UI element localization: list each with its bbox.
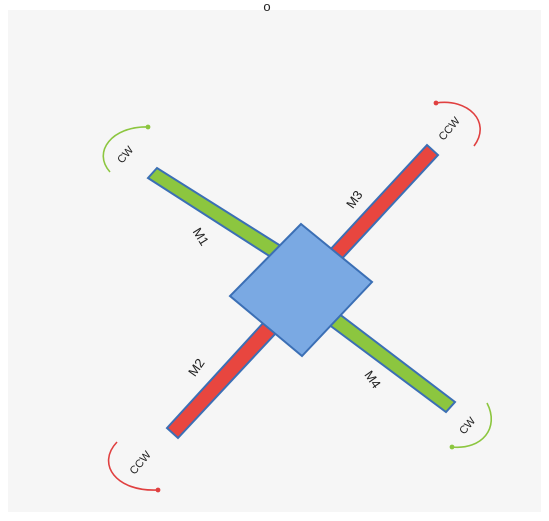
ccw-arrow-icon (107, 441, 159, 491)
arm-m2 (165, 320, 278, 440)
arm-m4-bar (318, 305, 457, 414)
arrow-head-icon (145, 124, 151, 130)
top-mark: o (263, 0, 270, 14)
arm-m2-bar (165, 320, 278, 440)
arm-m1 (146, 166, 286, 261)
arm-m4-label: M4 (361, 368, 384, 391)
cw-arrow-icon (451, 402, 493, 448)
cw-arrow-icon (102, 126, 149, 173)
ccw-arrow-icon (435, 101, 481, 147)
rotation-arrow-m1 (102, 124, 151, 173)
rotation-arrow-m4 (449, 402, 493, 450)
rotation-label-m3: CCW (437, 115, 463, 143)
arm-m1-bar (146, 166, 286, 261)
rotation-label-m1: CW (115, 144, 136, 166)
arrow-head-icon (155, 487, 161, 493)
rotation-label-m4: CW (457, 415, 478, 437)
arm-m2-label: M2 (185, 356, 208, 379)
rotation-arrow-m2 (107, 441, 161, 493)
rotation-label-m2: CCW (128, 449, 154, 477)
arm-m1-label: M1 (190, 225, 212, 248)
arm-m4 (318, 305, 457, 414)
arm-m3-label: M3 (343, 188, 366, 211)
rotation-arrow-m3 (433, 100, 481, 147)
arrow-head-icon (449, 444, 455, 450)
arrow-head-icon (433, 100, 439, 106)
quad-body (228, 222, 374, 358)
